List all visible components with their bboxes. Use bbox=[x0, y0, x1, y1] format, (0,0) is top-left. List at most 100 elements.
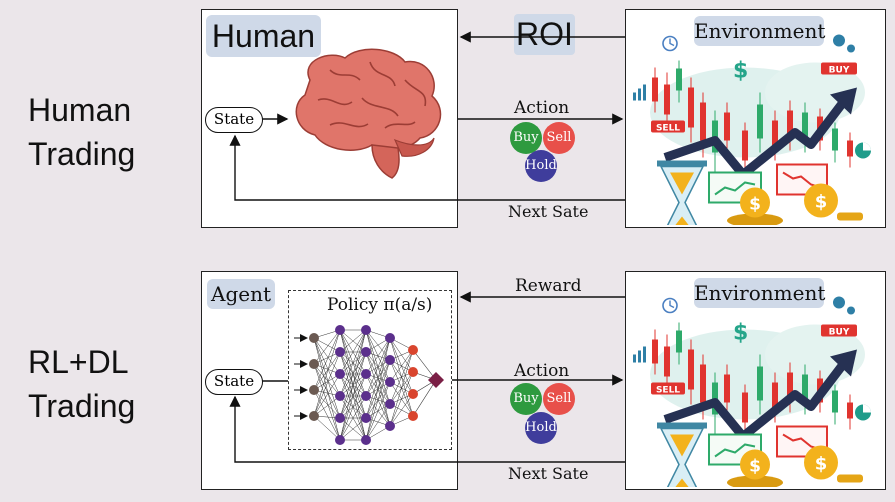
network-node bbox=[309, 411, 319, 421]
network-edge bbox=[365, 337, 391, 375]
network-node bbox=[361, 391, 371, 401]
network-edge bbox=[339, 329, 367, 441]
network-edge bbox=[365, 359, 391, 441]
environment-art-bottom bbox=[633, 297, 871, 502]
network-edge bbox=[313, 337, 341, 397]
row-label-line2: Trading bbox=[28, 388, 136, 424]
network-edge bbox=[313, 337, 341, 375]
network-edge bbox=[313, 329, 341, 365]
environment-art-top bbox=[633, 35, 871, 245]
policy-label: Policy π(a/s) bbox=[327, 295, 433, 315]
network-edge bbox=[313, 351, 341, 391]
network-edge bbox=[313, 389, 341, 441]
neural-network-icon bbox=[294, 325, 444, 445]
network-node bbox=[335, 347, 345, 357]
network-node bbox=[309, 333, 319, 343]
network-node bbox=[309, 385, 319, 395]
reward-label: Reward bbox=[515, 276, 582, 296]
action-label-bottom: Action bbox=[514, 361, 570, 381]
hold-button-bottom: Hold bbox=[525, 412, 557, 444]
network-edge bbox=[365, 337, 391, 397]
row-label-line1: RL+DL bbox=[28, 344, 129, 380]
network-edge bbox=[313, 363, 341, 419]
state-pill-bottom: State bbox=[205, 369, 263, 395]
network-edge bbox=[365, 403, 391, 441]
next-state-label-top: Next Sate bbox=[508, 202, 589, 221]
network-node bbox=[361, 435, 371, 445]
network-edge bbox=[313, 395, 341, 417]
network-edge bbox=[389, 349, 414, 405]
row-label-human-trading: Human Trading bbox=[28, 90, 135, 174]
network-edge bbox=[313, 415, 341, 441]
network-edge bbox=[412, 379, 437, 417]
network-edge bbox=[313, 373, 341, 417]
network-edge bbox=[339, 373, 367, 441]
next-state-arrow-top bbox=[229, 134, 625, 201]
network-node bbox=[361, 369, 371, 379]
sell-button-top: Sell bbox=[543, 122, 575, 154]
network-edge bbox=[313, 363, 341, 397]
buy-button-bottom: Buy bbox=[510, 383, 542, 415]
network-node bbox=[408, 367, 418, 377]
policy-box bbox=[288, 290, 452, 450]
buy-button-top: Buy bbox=[510, 122, 542, 154]
network-edge bbox=[339, 329, 367, 419]
row-label-line1: Human bbox=[28, 92, 132, 128]
network-edge bbox=[313, 363, 341, 441]
row-label-line2: Trading bbox=[28, 136, 136, 172]
network-node bbox=[408, 389, 418, 399]
network-edge bbox=[313, 373, 341, 391]
network-edge bbox=[389, 349, 414, 427]
network-node bbox=[335, 413, 345, 423]
human-title: Human bbox=[206, 15, 321, 57]
environment-title-top: Environment bbox=[694, 16, 825, 46]
network-edge bbox=[389, 371, 414, 427]
network-edge bbox=[313, 337, 341, 441]
sell-button-bottom: Sell bbox=[543, 383, 575, 415]
action-label-top: Action bbox=[514, 98, 570, 118]
roi-label: ROI bbox=[514, 14, 575, 55]
network-node bbox=[361, 325, 371, 335]
output-node bbox=[428, 372, 444, 388]
row-label-rl-dl-trading: RL+DL Trading bbox=[28, 342, 135, 426]
network-node bbox=[361, 347, 371, 357]
next-state-arrow-bottom bbox=[229, 395, 625, 463]
network-node bbox=[335, 325, 345, 335]
network-node bbox=[361, 413, 371, 423]
network-node bbox=[385, 333, 395, 343]
agent-title: Agent bbox=[207, 279, 275, 309]
network-edge bbox=[313, 351, 341, 417]
network-edge bbox=[365, 337, 391, 441]
network-edge bbox=[365, 381, 391, 441]
network-edge bbox=[339, 329, 367, 353]
network-node bbox=[335, 369, 345, 379]
network-edge bbox=[339, 329, 367, 375]
network-node bbox=[408, 345, 418, 355]
network-edge bbox=[339, 329, 367, 397]
network-node bbox=[385, 377, 395, 387]
network-node bbox=[408, 411, 418, 421]
network-edge bbox=[412, 349, 437, 381]
network-node bbox=[335, 391, 345, 401]
network-node bbox=[385, 399, 395, 409]
network-edge bbox=[313, 329, 341, 391]
state-pill-top: State bbox=[205, 107, 263, 133]
hold-button-top: Hold bbox=[525, 150, 557, 182]
network-edge bbox=[313, 389, 341, 419]
brain-icon bbox=[295, 48, 442, 179]
network-edge bbox=[339, 417, 367, 441]
next-state-label-bottom: Next Sate bbox=[508, 464, 589, 483]
network-node bbox=[385, 355, 395, 365]
network-node bbox=[385, 421, 395, 431]
network-edge bbox=[365, 337, 391, 419]
network-edge bbox=[389, 393, 414, 427]
network-edge bbox=[313, 329, 341, 417]
network-edge bbox=[339, 351, 367, 441]
environment-title-bottom: Environment bbox=[694, 278, 825, 308]
network-edge bbox=[389, 349, 414, 383]
network-edge bbox=[313, 337, 341, 419]
network-node bbox=[335, 435, 345, 445]
network-node bbox=[309, 359, 319, 369]
network-edge bbox=[339, 395, 367, 441]
